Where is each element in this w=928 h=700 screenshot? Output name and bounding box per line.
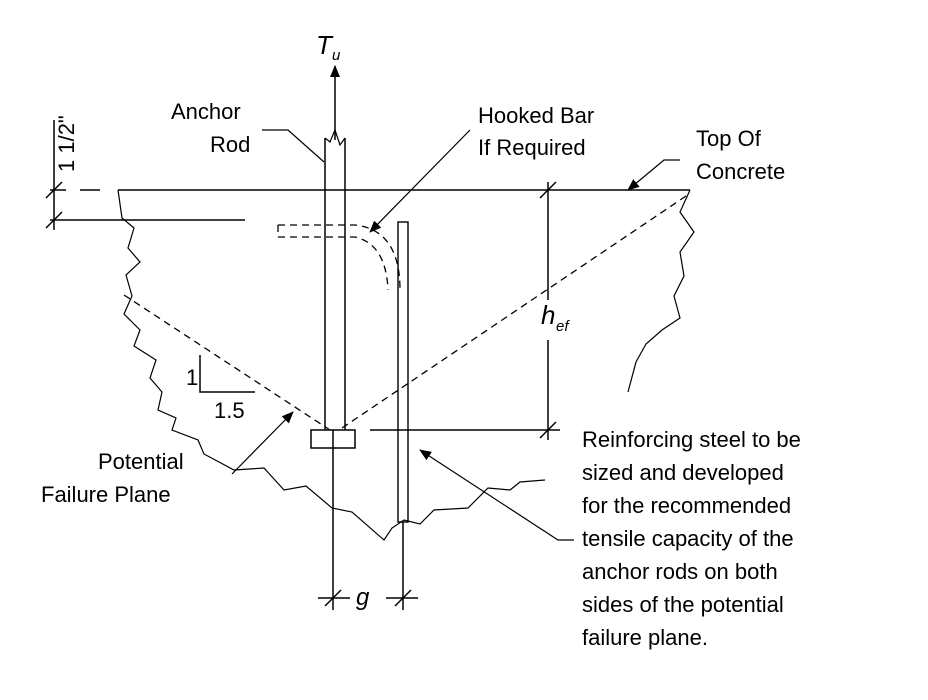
load-subscript: u — [332, 47, 341, 64]
cover-dimension-label: 1 1/2" — [54, 115, 79, 172]
hef-tick-bottom — [539, 421, 557, 439]
reinforcing-leader — [419, 449, 574, 541]
top-of-concrete-label-line1: Top Of — [696, 126, 762, 151]
concrete-break-left — [117, 189, 546, 541]
reinforcing-note: Reinforcing steel to be sized and develo… — [582, 427, 801, 650]
load-symbol: T — [316, 30, 334, 60]
failure-plane-label-line1: Potential — [98, 449, 184, 474]
failure-plane-label-line2: Failure Plane — [41, 482, 171, 507]
slope-run-label: 1.5 — [214, 398, 245, 423]
anchor-rod-label-line1: Anchor — [171, 99, 241, 124]
embedment-subscript: ef — [556, 318, 570, 335]
slope-rise-label: 1 — [186, 365, 198, 390]
gap-symbol: g — [356, 584, 370, 611]
gap-tick-left — [324, 589, 342, 607]
hooked-bar-label-line2: If Required — [478, 135, 586, 160]
hef-tick-top — [539, 181, 557, 199]
embedment-symbol: h — [541, 300, 555, 330]
reinforcing-note-line: tensile capacity of the — [582, 526, 794, 551]
concrete-break-right — [627, 189, 695, 393]
hooked-bar-leader — [369, 129, 471, 233]
hooked-bar-inner — [278, 236, 389, 291]
cover-tick-bottom — [45, 211, 63, 229]
cover-tick-top — [45, 181, 63, 199]
anchor-rod-leader — [262, 129, 325, 163]
reinforcing-note-line: failure plane. — [582, 625, 708, 650]
reinforcing-note-line: sides of the potential — [582, 592, 784, 617]
reinforcing-bar — [397, 221, 409, 523]
top-of-concrete-label-line2: Concrete — [696, 159, 785, 184]
reinforcing-note-line: sized and developed — [582, 460, 784, 485]
slope-triangle — [199, 355, 255, 393]
reinforcing-note-line: Reinforcing steel to be — [582, 427, 801, 452]
reinforcing-note-line: for the recommended — [582, 493, 791, 518]
hooked-bar-label-line1: Hooked Bar — [478, 103, 594, 128]
hooked-bar-outer — [278, 224, 401, 291]
failure-plane-left — [123, 294, 331, 431]
failure-plane-right — [341, 195, 687, 429]
gap-tick-right — [394, 589, 412, 607]
top-of-concrete-leader — [627, 159, 680, 191]
anchor-rod-label-line2: Rod — [210, 132, 250, 157]
reinforcing-note-line: anchor rods on both — [582, 559, 778, 584]
failure-plane-leader — [231, 411, 294, 475]
